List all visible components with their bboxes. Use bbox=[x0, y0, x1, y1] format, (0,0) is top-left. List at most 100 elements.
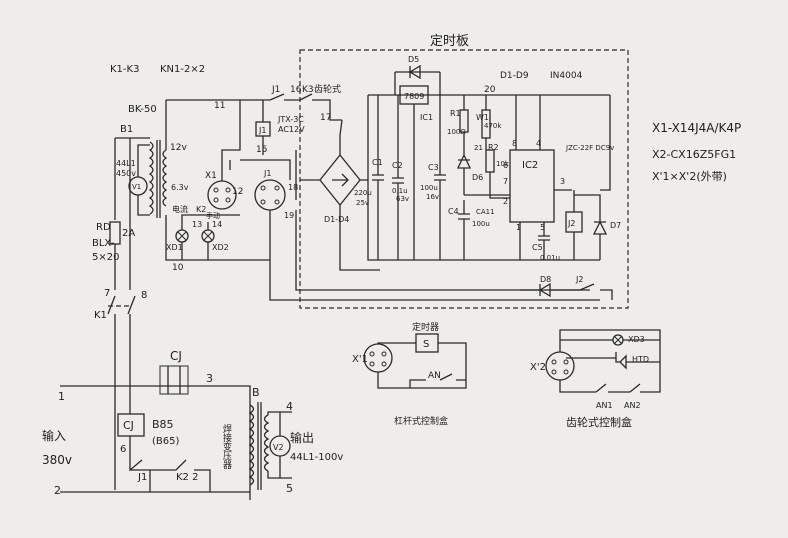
an-switch bbox=[409, 373, 466, 388]
gear-switches bbox=[595, 383, 641, 393]
capacitor-c1 bbox=[372, 95, 384, 260]
socket-pin bbox=[563, 359, 569, 365]
label-r1: R1 bbox=[450, 109, 461, 118]
lamp-xd3-cross bbox=[613, 335, 623, 345]
label-line-2: 2 bbox=[54, 484, 61, 497]
label-gear-box: 齿轮式控制盒 bbox=[566, 415, 632, 429]
label-d8: D8 bbox=[540, 275, 551, 284]
label-ca-val: 100u bbox=[472, 220, 490, 228]
wire-right-rail bbox=[600, 95, 611, 191]
weld-primary-coil bbox=[248, 404, 255, 486]
label-line-1: 1 bbox=[58, 390, 65, 403]
timer-board-title: 定时板 bbox=[430, 34, 469, 49]
lamp-wires bbox=[181, 214, 240, 260]
pin-2: 2 bbox=[503, 197, 508, 206]
label-r1-val: 100Ω bbox=[447, 128, 466, 136]
wire-j1-k3 bbox=[240, 99, 342, 121]
label-7: 7 bbox=[104, 288, 110, 299]
k1-switch-blades bbox=[107, 295, 136, 315]
label-12v: 12v bbox=[170, 143, 187, 153]
label-j1-coil: J1 bbox=[258, 126, 266, 135]
label-j1-socket: J1 bbox=[263, 169, 271, 178]
socket-pin bbox=[381, 351, 387, 357]
lever-box-wires bbox=[377, 342, 467, 389]
j1-pin bbox=[274, 185, 280, 191]
label-c4: C4 bbox=[448, 207, 459, 216]
j1-pin bbox=[274, 199, 280, 205]
socket-pin bbox=[369, 351, 375, 357]
socket-pin bbox=[369, 361, 375, 367]
label-ic1: IC1 bbox=[420, 113, 433, 122]
label-c3-val: 100u bbox=[420, 184, 438, 192]
b1-primary-coil bbox=[148, 141, 154, 215]
label-7809: 7809 bbox=[404, 92, 424, 101]
weld-output-wires bbox=[267, 411, 292, 479]
label-timer: 定时器 bbox=[412, 321, 439, 333]
label-x2-prime: X'2 bbox=[530, 362, 546, 373]
v2-symbol: V2 bbox=[273, 443, 284, 452]
label-xd1: XD1 bbox=[166, 243, 183, 252]
socket-pin bbox=[551, 369, 557, 375]
label-an1: AN1 bbox=[596, 401, 613, 410]
timer-board-border bbox=[299, 49, 629, 309]
pin-7: 7 bbox=[503, 177, 508, 186]
label-blx-size: 5×20 bbox=[92, 252, 119, 263]
label-rd: RD bbox=[96, 222, 111, 233]
socket-pin bbox=[551, 359, 557, 365]
socket-pin bbox=[563, 369, 569, 375]
pin-3: 3 bbox=[560, 177, 565, 186]
label-b: B bbox=[252, 386, 260, 399]
x1-pin bbox=[213, 187, 219, 193]
wire-12v-top bbox=[165, 99, 240, 150]
label-xd2: XD2 bbox=[212, 243, 229, 252]
label-kn: KN1-2×2 bbox=[160, 64, 205, 75]
label-bk50: BK-50 bbox=[128, 104, 157, 115]
cj-main-contact-box bbox=[159, 365, 189, 395]
label-c1: C1 bbox=[372, 158, 383, 167]
board-rails bbox=[367, 94, 610, 261]
resistor-r2 bbox=[485, 149, 495, 173]
label-11: 11 bbox=[214, 101, 225, 111]
b1-secondary-coil bbox=[162, 149, 168, 207]
label-c1-val: 220u bbox=[354, 189, 372, 197]
label-k2-2: K2 2 bbox=[176, 472, 198, 483]
label-14: 14 bbox=[212, 220, 222, 229]
label-x1-prime: X'1 bbox=[352, 354, 368, 365]
label-cj-top: CJ bbox=[170, 349, 182, 363]
wire-left-primary bbox=[114, 137, 150, 220]
socket-x2-prime bbox=[545, 351, 575, 381]
label-j1-power: J1 bbox=[137, 472, 147, 483]
label-k1-k3: K1-K3 bbox=[110, 64, 139, 75]
label-17: 17 bbox=[320, 113, 331, 123]
j2-contact bbox=[579, 283, 613, 300]
capacitor-c5 bbox=[538, 222, 550, 260]
label-lever-box: 杠杆式控制盒 bbox=[394, 415, 448, 427]
v1-range: 450v bbox=[116, 169, 136, 178]
socket-x1-prime bbox=[363, 343, 393, 373]
label-c2-volt: 63v bbox=[396, 195, 409, 203]
label-ca11: CA11 bbox=[476, 208, 495, 216]
label-16: 16 bbox=[290, 85, 302, 95]
ic2-timer bbox=[509, 149, 555, 223]
label-j2-contact: J2 bbox=[575, 275, 583, 284]
label-an2: AN2 bbox=[624, 401, 641, 410]
label-21: 21 bbox=[474, 144, 483, 152]
diode-d7 bbox=[573, 190, 608, 260]
label-18: 18 bbox=[288, 183, 298, 192]
label-3: 3 bbox=[206, 372, 213, 385]
diode-d8 bbox=[520, 282, 580, 298]
lamp-xd2-cross bbox=[203, 231, 213, 241]
wire-bottom-bus bbox=[269, 210, 600, 301]
label-b85: B85 bbox=[152, 418, 174, 431]
label-htd: HTD bbox=[632, 355, 649, 364]
label-19: 19 bbox=[284, 211, 294, 220]
pin-8: 8 bbox=[512, 139, 517, 148]
v1-model: 44L1 bbox=[116, 159, 136, 168]
label-k2: K2 bbox=[196, 205, 206, 214]
label-w1: W1 bbox=[476, 113, 489, 122]
label-15: 15 bbox=[256, 145, 267, 155]
label-380v: 380v bbox=[42, 453, 72, 467]
label-c5-val: 0.01u bbox=[540, 254, 560, 262]
ic2-wires bbox=[515, 95, 572, 260]
